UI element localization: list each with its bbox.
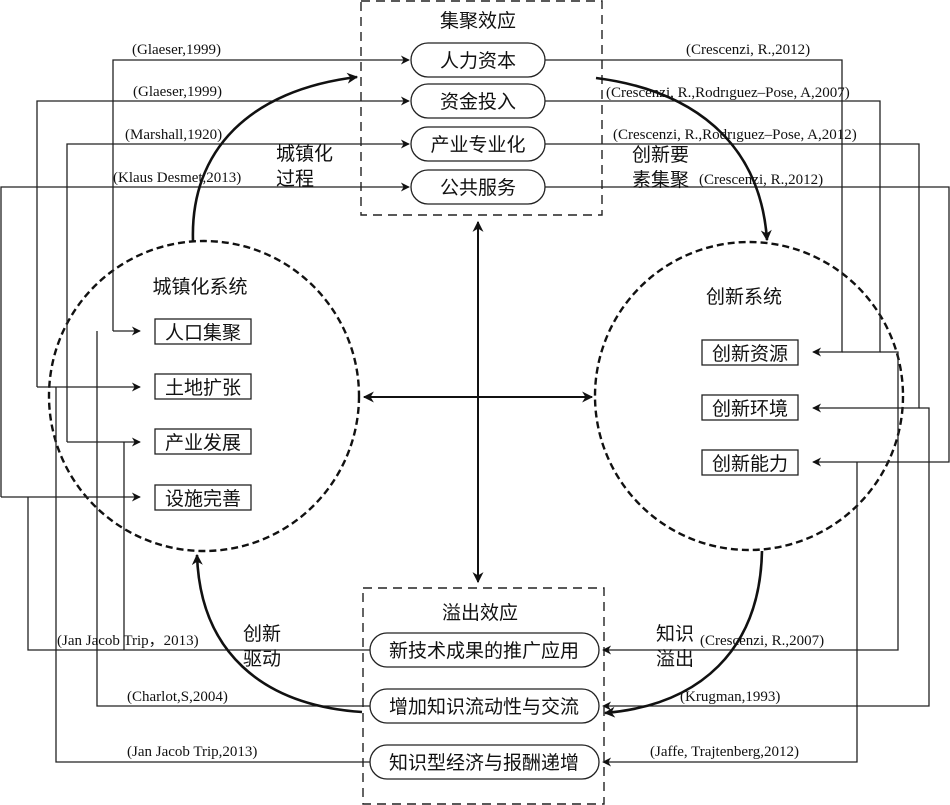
- urbanization-item: 产业发展: [154, 428, 252, 455]
- citation-label: (Jaffe, Trajtenberg,2012): [650, 744, 799, 760]
- citation-label: (Crescenzi, R.,2007): [700, 633, 824, 649]
- svg-text:创新资源: 创新资源: [712, 343, 788, 365]
- agglomeration-effect-title: 集聚效应: [440, 10, 516, 32]
- citation-label: (Charlot,S,2004): [127, 689, 228, 705]
- svg-text:新技术成果的推广应用: 新技术成果的推广应用: [389, 640, 579, 662]
- spillover-item: 新技术成果的推广应用: [369, 632, 600, 668]
- citation-label: (Crescenzi, R.,2012): [699, 172, 823, 188]
- citation-label: (Crescenzi, R.,2012): [686, 42, 810, 58]
- innovation-item: 创新能力: [701, 449, 799, 476]
- urbanization-process-label: 过程: [276, 168, 314, 190]
- innovation-agglomeration-label: 创新要: [632, 144, 689, 166]
- innovation-driven-arrow: [191, 553, 363, 714]
- agglomeration-item: 资金投入: [410, 83, 546, 119]
- knowledge-spillover-label: 知识: [656, 623, 694, 645]
- svg-text:设施完善: 设施完善: [165, 488, 241, 510]
- urbanization-system-circle: [47, 239, 361, 553]
- innovation-agglomeration-arrow: [595, 76, 772, 242]
- innovation-system-circle: [593, 240, 905, 552]
- svg-text:人口集聚: 人口集聚: [165, 322, 241, 344]
- urbanization-system-title: 城镇化系统: [152, 276, 247, 298]
- innovation-item: 创新资源: [701, 339, 799, 366]
- citation-label: (Crescenzi, R.,Rodrıguez–Pose, A,2012): [613, 127, 857, 143]
- citation-label: (Glaeser,1999): [133, 84, 222, 100]
- connectors-innovation-spillover: [602, 351, 930, 767]
- spillover-item: 增加知识流动性与交流: [369, 688, 600, 724]
- innovation-system-title: 创新系统: [706, 286, 782, 308]
- svg-text:公共服务: 公共服务: [440, 177, 516, 199]
- citation-label: (Klaus Desmet,2013): [113, 170, 241, 186]
- svg-text:创新能力: 创新能力: [712, 453, 788, 475]
- spillover-effect-box: [362, 587, 605, 805]
- innovation-agglomeration-label: 素集聚: [632, 169, 689, 191]
- citation-label: (Marshall,1920): [125, 127, 222, 143]
- connectors-spillover-urbanization: [27, 331, 370, 763]
- svg-text:人力资本: 人力资本: [440, 50, 516, 72]
- svg-text:资金投入: 资金投入: [440, 91, 516, 113]
- spillover-item: 知识型经济与报酬递增: [369, 744, 600, 780]
- connectors-agglomeration-urbanization: [0, 55, 410, 502]
- urbanization-process-arrow: [191, 72, 359, 242]
- svg-text:产业专业化: 产业专业化: [430, 134, 525, 156]
- svg-text:土地扩张: 土地扩张: [165, 377, 241, 399]
- svg-text:增加知识流动性与交流: 增加知识流动性与交流: [389, 696, 579, 718]
- innovation-driven-label: 驱动: [243, 648, 281, 670]
- agglomeration-effect-box: [360, 0, 603, 216]
- agglomeration-item: 公共服务: [410, 169, 546, 205]
- svg-text:知识型经济与报酬递增: 知识型经济与报酬递增: [389, 752, 579, 774]
- urbanization-process-label: 城镇化: [276, 143, 333, 165]
- urbanization-item: 设施完善: [154, 484, 252, 511]
- citation-label: (Krugman,1993): [680, 689, 780, 705]
- knowledge-spillover-label: 溢出: [656, 648, 694, 670]
- innovation-item: 创新环境: [701, 394, 799, 421]
- citation-label: (Glaeser,1999): [132, 42, 221, 58]
- agglomeration-item: 人力资本: [410, 42, 546, 78]
- svg-text:产业发展: 产业发展: [165, 432, 241, 454]
- knowledge-spillover-arrow: [603, 550, 764, 718]
- urbanization-item: 土地扩张: [154, 373, 252, 400]
- citation-label: (Crescenzi, R.,Rodrıguez–Pose, A,2007): [606, 85, 850, 101]
- urbanization-item: 人口集聚: [154, 318, 252, 345]
- spillover-effect-title: 溢出效应: [442, 602, 518, 624]
- innovation-driven-label: 创新: [243, 623, 281, 645]
- citation-label: (Jan Jacob Trip，2013): [57, 633, 199, 649]
- agglomeration-item: 产业专业化: [410, 126, 546, 162]
- svg-text:创新环境: 创新环境: [712, 398, 788, 420]
- citation-label: (Jan Jacob Trip,2013): [127, 744, 257, 760]
